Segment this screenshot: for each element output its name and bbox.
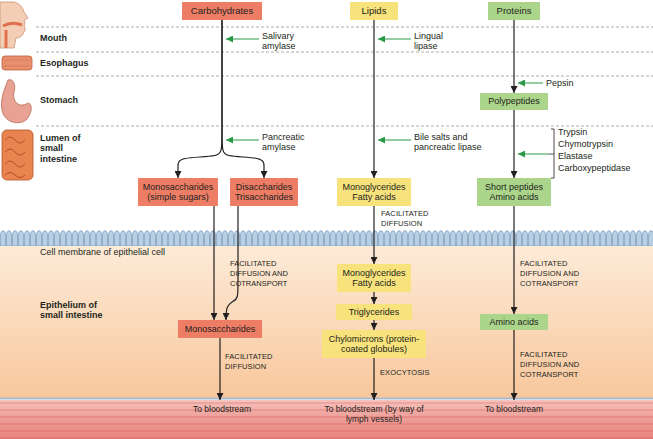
product-box: Monoglycerides Fatty acids: [337, 264, 411, 292]
process-label: FACILITATED DIFFUSION: [225, 352, 293, 372]
flow-arrow: [513, 20, 514, 93]
region-label: Stomach: [40, 95, 120, 105]
flow-arrow: [178, 20, 222, 178]
flow-arrow: [373, 292, 374, 304]
destination-text: To bloodstream: [172, 405, 272, 415]
enzyme-label: Pepsin: [546, 78, 596, 88]
flow-arrow: [513, 110, 514, 178]
flow-arrow: [513, 330, 514, 400]
flow-arrow: [373, 358, 374, 400]
region-label: Lumen of small intestine: [40, 133, 88, 164]
product-box: Monoglycerides Fatty acids: [337, 178, 411, 206]
process-label: FACILITATED DIFFUSION AND COTRANSPORT: [230, 259, 298, 289]
product-box: Chylomicrons (protein-coated globules): [322, 330, 426, 358]
enzyme-label: Bile salts and pancreatic lipase: [414, 132, 496, 153]
region-label: Esophagus: [40, 58, 120, 68]
flow-arrow: [219, 338, 220, 400]
node-text: Monosaccharides: [185, 324, 256, 334]
node-text: Amino acids: [489, 317, 538, 327]
product-box: Amino acids: [480, 314, 548, 330]
epithelium-region: [0, 244, 653, 399]
flow-arrow: [373, 20, 374, 178]
product-box: Polypeptides: [480, 93, 548, 110]
node-text: Lipids: [362, 6, 387, 17]
node-text: Disaccharides Trisaccharides: [233, 182, 295, 202]
destination-text: To bloodstream (by way of lymph vessels): [318, 405, 430, 424]
bloodstream-band: To bloodstream To bloodstream (by way of …: [0, 400, 653, 439]
enzyme-label: Chymotrypsin: [558, 139, 648, 149]
enzyme-label: Lingual lipase: [414, 31, 454, 52]
region-label: Mouth: [40, 33, 120, 43]
flow-arrow: [373, 320, 374, 330]
node-text: Carbohydrates: [191, 6, 253, 17]
product-box: Monosaccharides (simple sugars): [138, 178, 218, 206]
node-text: Short peptides Amino acids: [480, 182, 548, 202]
node-text: Proteins: [497, 6, 532, 17]
process-label: FACILITATED DIFFUSION AND COTRANSPORT: [520, 350, 588, 380]
region-dividers: [36, 27, 653, 126]
process-label: FACILITATED DIFFUSION: [381, 209, 449, 229]
node-text: Chylomicrons (protein-coated globules): [325, 334, 423, 354]
flow-arrow: [222, 20, 264, 178]
enzyme-label: Pancreatic amylase: [262, 132, 317, 153]
stomach-illustration: [1, 80, 31, 123]
flow-arrow: [213, 206, 214, 320]
mouth-illustration: [0, 2, 28, 48]
process-label: EXOCYTOSIS: [380, 368, 448, 378]
region-label: Epithelium of small intestine: [40, 300, 120, 321]
enzyme-label: Trypsin: [558, 127, 648, 137]
destination-text: To bloodstream: [464, 405, 564, 415]
flow-arrow: [513, 206, 514, 314]
node-text: Monosaccharides (simple sugars): [141, 182, 215, 202]
nutrient-header: Proteins: [488, 2, 540, 20]
product-box: Monosaccharides: [178, 320, 262, 338]
product-box: Triglycerides: [336, 304, 412, 320]
product-box: Disaccharides Trisaccharides: [230, 178, 298, 206]
microvilli-membrane: [0, 230, 653, 246]
enzyme-label: Elastase: [558, 151, 648, 161]
process-label: FACILITATED DIFFUSION AND COTRANSPORT: [520, 259, 588, 289]
node-text: Monoglycerides Fatty acids: [340, 268, 408, 288]
enzyme-label: Salivary amylase: [262, 31, 307, 52]
intestine-illustration: [2, 130, 33, 180]
enzyme-arrows: [226, 39, 549, 154]
enzyme-label: Carboxypeptidase: [558, 163, 648, 173]
node-text: Polypeptides: [488, 96, 540, 106]
nutrient-header: Lipids: [350, 2, 398, 20]
flow-arrow: [373, 206, 374, 264]
membrane-label: Cell membrane of epithelial cell: [40, 247, 200, 257]
enzyme-bracket: [549, 129, 554, 178]
esophagus-illustration: [2, 56, 32, 70]
node-text: Monoglycerides Fatty acids: [340, 182, 408, 202]
node-text: Triglycerides: [349, 307, 400, 317]
nutrient-header: Carbohydrates: [182, 2, 262, 20]
product-box: Short peptides Amino acids: [477, 178, 551, 206]
